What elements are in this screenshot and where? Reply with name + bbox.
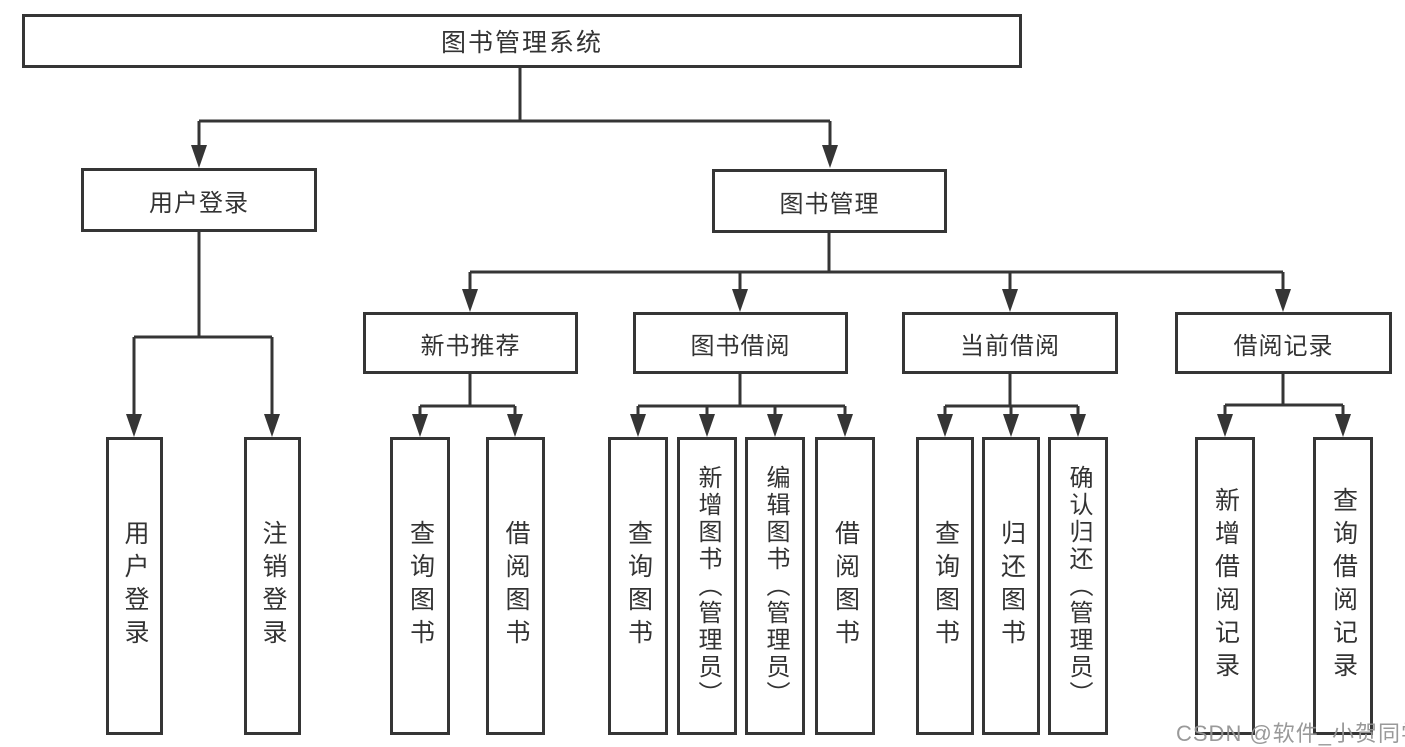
csdn-watermark: CSDN @软件_小贺同学 bbox=[1176, 721, 1405, 746]
leaf-add-book-admin: 新增图书（管理员） bbox=[677, 437, 737, 735]
user-login-branch-node: 用户登录 bbox=[81, 168, 317, 232]
leaf-borrow-books: 借阅图书 bbox=[486, 437, 545, 735]
leaf-borrow-books: 借阅图书 bbox=[815, 437, 875, 735]
borrow-record-node: 借阅记录 bbox=[1175, 312, 1392, 374]
book-management-branch-node: 图书管理 bbox=[712, 169, 947, 233]
new-book-recommend-node: 新书推荐 bbox=[363, 312, 578, 374]
leaf-query-borrow-record: 查询借阅记录 bbox=[1313, 437, 1373, 735]
leaf-query-books: 查询图书 bbox=[916, 437, 974, 735]
leaf-return-books: 归还图书 bbox=[982, 437, 1040, 735]
leaf-confirm-return-admin: 确认归还（管理员） bbox=[1048, 437, 1108, 735]
root-node-library-management-system: 图书管理系统 bbox=[22, 14, 1022, 68]
leaf-query-books: 查询图书 bbox=[608, 437, 668, 735]
leaf-add-borrow-record: 新增借阅记录 bbox=[1195, 437, 1255, 735]
leaf-logout: 注销登录 bbox=[244, 437, 301, 735]
leaf-edit-book-admin: 编辑图书（管理员） bbox=[745, 437, 805, 735]
leaf-user-login: 用户登录 bbox=[106, 437, 163, 735]
current-borrow-node: 当前借阅 bbox=[902, 312, 1118, 374]
book-borrow-node: 图书借阅 bbox=[633, 312, 848, 374]
leaf-query-books: 查询图书 bbox=[390, 437, 450, 735]
